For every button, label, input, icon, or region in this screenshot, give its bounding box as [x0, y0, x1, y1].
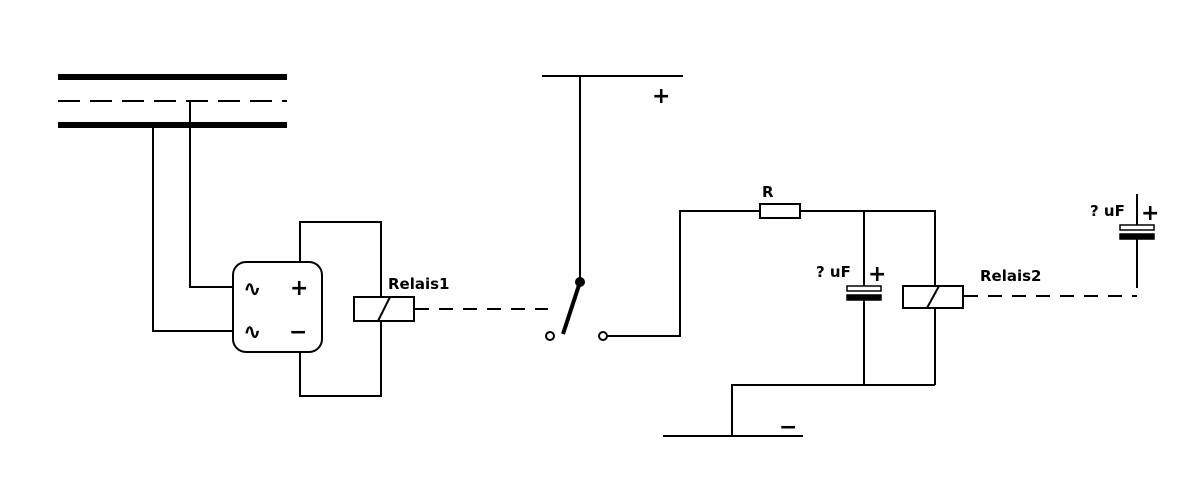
positive-rail-plus: +	[652, 84, 670, 109]
relay2: Relais2	[902, 267, 1042, 309]
cap1-plus: +	[868, 262, 886, 287]
negative-rail-minus: −	[779, 415, 797, 440]
cap1-label: ? uF	[816, 263, 851, 281]
relay2-coil-slash	[926, 285, 940, 309]
cap2-plus: +	[1141, 201, 1159, 226]
positive-rail: +	[542, 75, 683, 282]
capacitor2: ? uF +	[1090, 194, 1159, 288]
cap2-plate-bottom	[1119, 233, 1155, 240]
switch	[545, 277, 608, 341]
wire-ac-in-1	[189, 101, 233, 288]
wire-switch-to-resistor	[607, 210, 760, 337]
relay1-coil-slash	[377, 296, 391, 322]
resistor-label: R	[762, 183, 774, 201]
switch-blade	[561, 281, 582, 335]
capacitor1: ? uF +	[816, 262, 886, 301]
relay2-label: Relais2	[980, 267, 1042, 285]
relay1-label: Relais1	[388, 275, 450, 293]
rectifier: ∿ ∿ + −	[232, 261, 323, 353]
wire-resistor-to-relay2	[800, 210, 936, 286]
relay1-wires	[299, 221, 382, 397]
wire-ac-in-2	[152, 125, 233, 332]
switch-contact-left	[545, 331, 555, 341]
wire-rect-minus-to-relay1	[299, 321, 382, 397]
rectifier-minus: −	[289, 320, 307, 345]
ac-symbol-1: ∿	[243, 277, 261, 302]
cap1-plate-bottom	[846, 294, 882, 301]
wire-negative-bus	[731, 384, 935, 436]
rectifier-box	[232, 261, 323, 353]
resistor: R	[759, 183, 801, 219]
cap2-plate-top	[1119, 224, 1155, 231]
resistor-body	[759, 203, 801, 219]
power-lines	[58, 74, 287, 128]
ac-symbol-2: ∿	[243, 320, 261, 345]
relay1: Relais1	[353, 275, 450, 322]
rectifier-plus: +	[290, 276, 308, 301]
negative-rail: −	[663, 415, 803, 440]
wire-rect-plus-to-relay1	[299, 221, 382, 297]
cap1-plate-top	[846, 285, 882, 292]
rectifier-input-wires	[152, 101, 233, 332]
cap2-label: ? uF	[1090, 202, 1125, 220]
switch-contact-right	[598, 331, 608, 341]
